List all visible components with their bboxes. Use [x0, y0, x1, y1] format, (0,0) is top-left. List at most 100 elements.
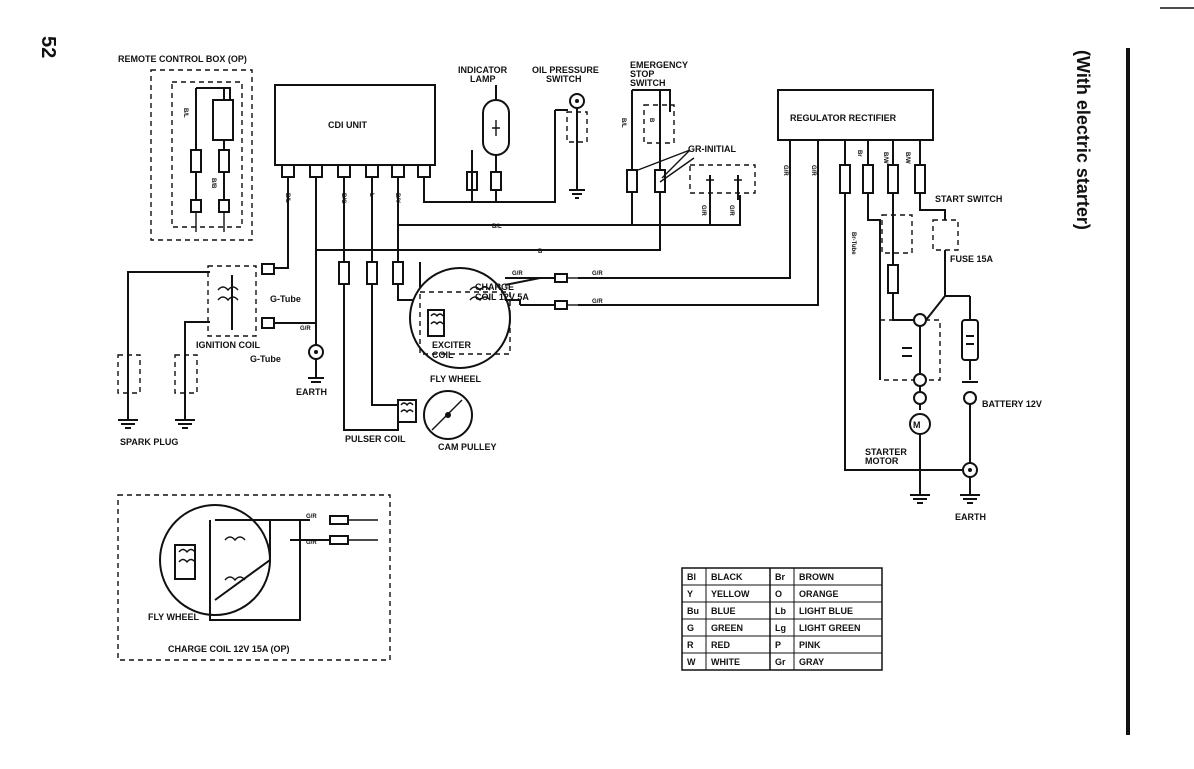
- remote-wire-bl: B/L: [182, 108, 188, 118]
- legend-cell-code: Y: [687, 589, 693, 599]
- gr-wire-1: G/R: [700, 205, 706, 216]
- charge-coil-label-2: COIL 12V 5A: [475, 292, 529, 302]
- charge-coil-label: CHARGE: [475, 282, 514, 292]
- cam-pulley-label: CAM PULLEY: [438, 442, 497, 452]
- gr-wire-2: G/R: [728, 205, 734, 216]
- op-wire-gr2: G/R: [306, 540, 317, 546]
- cdi-unit-label: CDI UNIT: [328, 120, 367, 130]
- oil-pressure-switch-label-2: SWITCH: [546, 74, 582, 84]
- remote-control-box-label: REMOTE CONTROL BOX (OP): [118, 54, 247, 64]
- ign-wire-gr1: G/R: [300, 326, 311, 332]
- b-bus-label: B: [538, 249, 543, 255]
- pulser-coil-label: PULSER COIL: [345, 434, 406, 444]
- regulator-wires: [578, 140, 970, 471]
- charge-wire-gr2: G/R: [592, 271, 603, 277]
- legend-cell-name: BLACK: [711, 572, 743, 582]
- indicator-lamp: [466, 85, 510, 203]
- cam-pulley: [423, 390, 473, 440]
- exciter-coil-label: EXCITER: [432, 340, 472, 350]
- legend-cell-name2: LIGHT BLUE: [799, 606, 853, 616]
- legend-cell-code: Bu: [687, 606, 699, 616]
- fly-wheel-label: FLY WHEEL: [430, 374, 482, 384]
- emergency-stop-label-2: STOP: [630, 69, 654, 79]
- op-wire-gr1: G/R: [306, 514, 317, 520]
- reg-wire-gr2: G/R: [810, 165, 816, 176]
- oil-pressure-switch: [555, 93, 588, 199]
- reg-wire-bw2: B/W: [882, 152, 888, 164]
- legend-cell-code2: Gr: [775, 657, 786, 667]
- gr-initial-label: GR-INITIAL: [688, 144, 736, 154]
- fuse-wire: [944, 262, 970, 297]
- br-wire-label: Br: [856, 150, 862, 157]
- legend-cell-name2: PINK: [799, 640, 821, 650]
- side-title: (With electric starter): [1073, 50, 1093, 230]
- reg-wire-bw: B/W: [904, 152, 910, 164]
- emergency-stop-label: EMERGENCY: [630, 60, 688, 70]
- regulator-rectifier-box: [777, 89, 934, 141]
- charge-wire-gr1: G/R: [512, 271, 523, 277]
- g-tube-label-1: G-Tube: [270, 294, 301, 304]
- earth-left-label: EARTH: [296, 387, 327, 397]
- legend-cell-code: Bl: [687, 572, 696, 582]
- start-switch: [881, 214, 959, 321]
- starter-motor-label-2: MOTOR: [865, 456, 899, 466]
- gr-initial-connectors: [706, 175, 742, 200]
- earth-left-symbol: [308, 330, 324, 383]
- emergency-stop-label-3: SWITCH: [630, 78, 666, 88]
- cdi-terminals: [281, 164, 431, 178]
- op-fly-wheel: [159, 504, 378, 621]
- legend-cell-code2: Lb: [775, 606, 786, 616]
- page-number: 52: [37, 36, 59, 58]
- legend-cell-name: GREEN: [711, 623, 743, 633]
- legend-cell-code2: P: [775, 640, 781, 650]
- legend-cell-name: BLUE: [711, 606, 736, 616]
- indicator-lamp-label-2: LAMP: [470, 74, 496, 84]
- legend-cell-code2: Br: [775, 572, 785, 582]
- regulator-rectifier-label: REGULATOR RECTIFIER: [790, 113, 897, 123]
- op-fly-wheel-label: FLY WHEEL: [148, 612, 200, 622]
- legend-cell-name2: GRAY: [799, 657, 824, 667]
- legend-cell-code2: Lg: [775, 623, 786, 633]
- starter-motor-label: STARTER: [865, 447, 907, 457]
- cdi-unit-box: [274, 84, 436, 166]
- exciter-coil-label-2: COIL: [432, 350, 454, 360]
- earth-right-label: EARTH: [955, 512, 986, 522]
- legend-cell-name2: LIGHT GREEN: [799, 623, 861, 633]
- svg-text:M: M: [913, 420, 921, 430]
- bl-bus-label: B/L: [492, 224, 502, 230]
- battery: [960, 296, 980, 504]
- op-charge-coil-label: CHARGE COIL 12V 15A (OP): [168, 644, 290, 654]
- op-charge-coil-box: [117, 494, 391, 661]
- fuse-label: FUSE 15A: [950, 254, 994, 264]
- ignition-coil-box: [207, 265, 257, 337]
- ign-wire-gr2: G/R: [592, 299, 603, 305]
- legend-cell-code: G: [687, 623, 694, 633]
- legend-cell-name: RED: [711, 640, 731, 650]
- start-switch-label: START SWITCH: [935, 194, 1002, 204]
- ignition-coil: [127, 263, 316, 360]
- gr-initial-connector-box: [689, 164, 756, 194]
- charge-connectors: [505, 273, 578, 310]
- emergency-stop-switch: [626, 89, 675, 250]
- remote-wire-bb: B/B: [210, 178, 216, 189]
- starter-circuit: M: [879, 295, 960, 504]
- spark-plugs: [117, 354, 198, 429]
- gr-initial-pointers: [637, 149, 695, 183]
- reg-wire-gr: G/R: [782, 165, 788, 176]
- indicator-lamp-label: INDICATOR: [458, 65, 508, 75]
- oil-pressure-switch-label: OIL PRESSURE: [532, 65, 599, 75]
- legend-cell-code: R: [687, 640, 694, 650]
- spark-plug-label: SPARK PLUG: [120, 437, 178, 447]
- ignition-coil-label: IGNITION COIL: [196, 340, 261, 350]
- legend-cell-name2: BROWN: [799, 572, 834, 582]
- pulser-coil: [397, 399, 417, 423]
- legend-cell-code: W: [687, 657, 696, 667]
- remote-switch-wiring: [190, 87, 234, 232]
- battery-label: BATTERY 12V: [982, 399, 1042, 409]
- emerg-wire-b: B: [648, 118, 654, 123]
- g-tube-label-2: G-Tube: [250, 354, 281, 364]
- legend-cell-name2: ORANGE: [799, 589, 839, 599]
- fly-wheel: [409, 267, 541, 369]
